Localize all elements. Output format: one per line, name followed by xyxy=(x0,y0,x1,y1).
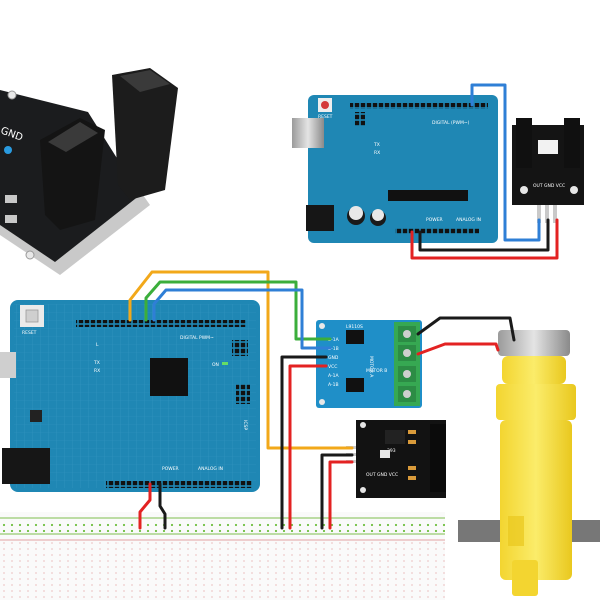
top-power-header xyxy=(395,228,479,234)
main-power-header xyxy=(106,481,252,488)
main-digital-label: DIGITAL PWM~ xyxy=(180,335,214,341)
usb-port xyxy=(292,118,324,148)
top-mcu-chip xyxy=(388,190,468,201)
top-analog-label: ANALOG IN xyxy=(456,217,481,223)
speed-sensor-chip-label: 393 xyxy=(387,448,396,454)
main-arduino-board: RESET DIGITAL PWM~ ON TX RX L ICSP POWER… xyxy=(0,300,260,492)
driver-pin-gnd: GND xyxy=(328,355,339,361)
driver-pin-vcc: VCC xyxy=(328,364,337,370)
main-mcu-chip xyxy=(150,358,188,396)
top-reset-label: RESET xyxy=(318,114,333,120)
driver-pin-a1b: A-1B xyxy=(328,382,339,388)
main-reset-label: RESET xyxy=(22,330,37,336)
breadboard xyxy=(0,512,445,600)
driver-pin-a1a: A-1A xyxy=(328,373,339,379)
driver-motor-a-label: MOTOR A xyxy=(368,356,374,378)
top-arduino-board: RESET DIGITAL (PWM~) POWER ANALOG IN TX … xyxy=(292,95,498,243)
top-rx-label: RX xyxy=(374,150,380,156)
motor-gearbox xyxy=(500,420,572,580)
top-sensor-pins-label: OUT GND VCC xyxy=(533,183,565,189)
speed-sensor-pins-label: OUT GND VCC xyxy=(366,472,398,478)
main-rx-label: RX xyxy=(94,368,100,374)
top-digital-header xyxy=(350,103,488,109)
main-icsp-label: ICSP xyxy=(242,420,248,430)
top-digital-label: DIGITAL (PWM~) xyxy=(432,120,470,126)
top-wires xyxy=(410,83,559,260)
driver-chip-a xyxy=(346,330,364,344)
driver-pin-labels: B-1A B-1B GND VCC A-1A A-1B xyxy=(328,337,340,388)
sensor-closeup: GND xyxy=(0,68,178,275)
slot-fork-right xyxy=(112,68,178,200)
main-digital-header xyxy=(76,320,246,327)
main-l-label: L xyxy=(96,342,99,348)
main-tx-label: TX xyxy=(93,360,100,366)
driver-pin-b1b: B-1B xyxy=(328,346,339,352)
main-analog-label: ANALOG IN xyxy=(198,466,223,472)
driver-chip-b xyxy=(346,378,364,392)
top-tx-label: TX xyxy=(373,142,380,148)
main-reset-button[interactable] xyxy=(25,309,39,323)
main-icsp-header xyxy=(236,384,250,404)
main-power-label: POWER xyxy=(162,466,179,472)
motor-driver: L9110S MOTOR A MOTOR B B-1A B-1B GND VCC… xyxy=(316,320,422,408)
gear-motor xyxy=(458,330,600,596)
motor-can xyxy=(498,330,570,356)
reset-button[interactable] xyxy=(321,101,329,109)
top-power-label: POWER xyxy=(426,217,443,223)
driver-chip-label: L9110S xyxy=(346,324,363,330)
main-power-jack xyxy=(2,448,50,484)
driver-motor-b-label: MOTOR B xyxy=(366,368,387,374)
top-speed-sensor: OUT GND VCC xyxy=(512,118,584,223)
driver-pin-b1a: B-1A xyxy=(328,337,340,343)
driver-terminal-blocks xyxy=(394,322,420,406)
main-on-label: ON xyxy=(212,362,219,368)
speed-sensor-module: 393 OUT GND VCC xyxy=(346,420,446,498)
power-jack xyxy=(306,205,334,231)
main-wires xyxy=(128,270,516,530)
